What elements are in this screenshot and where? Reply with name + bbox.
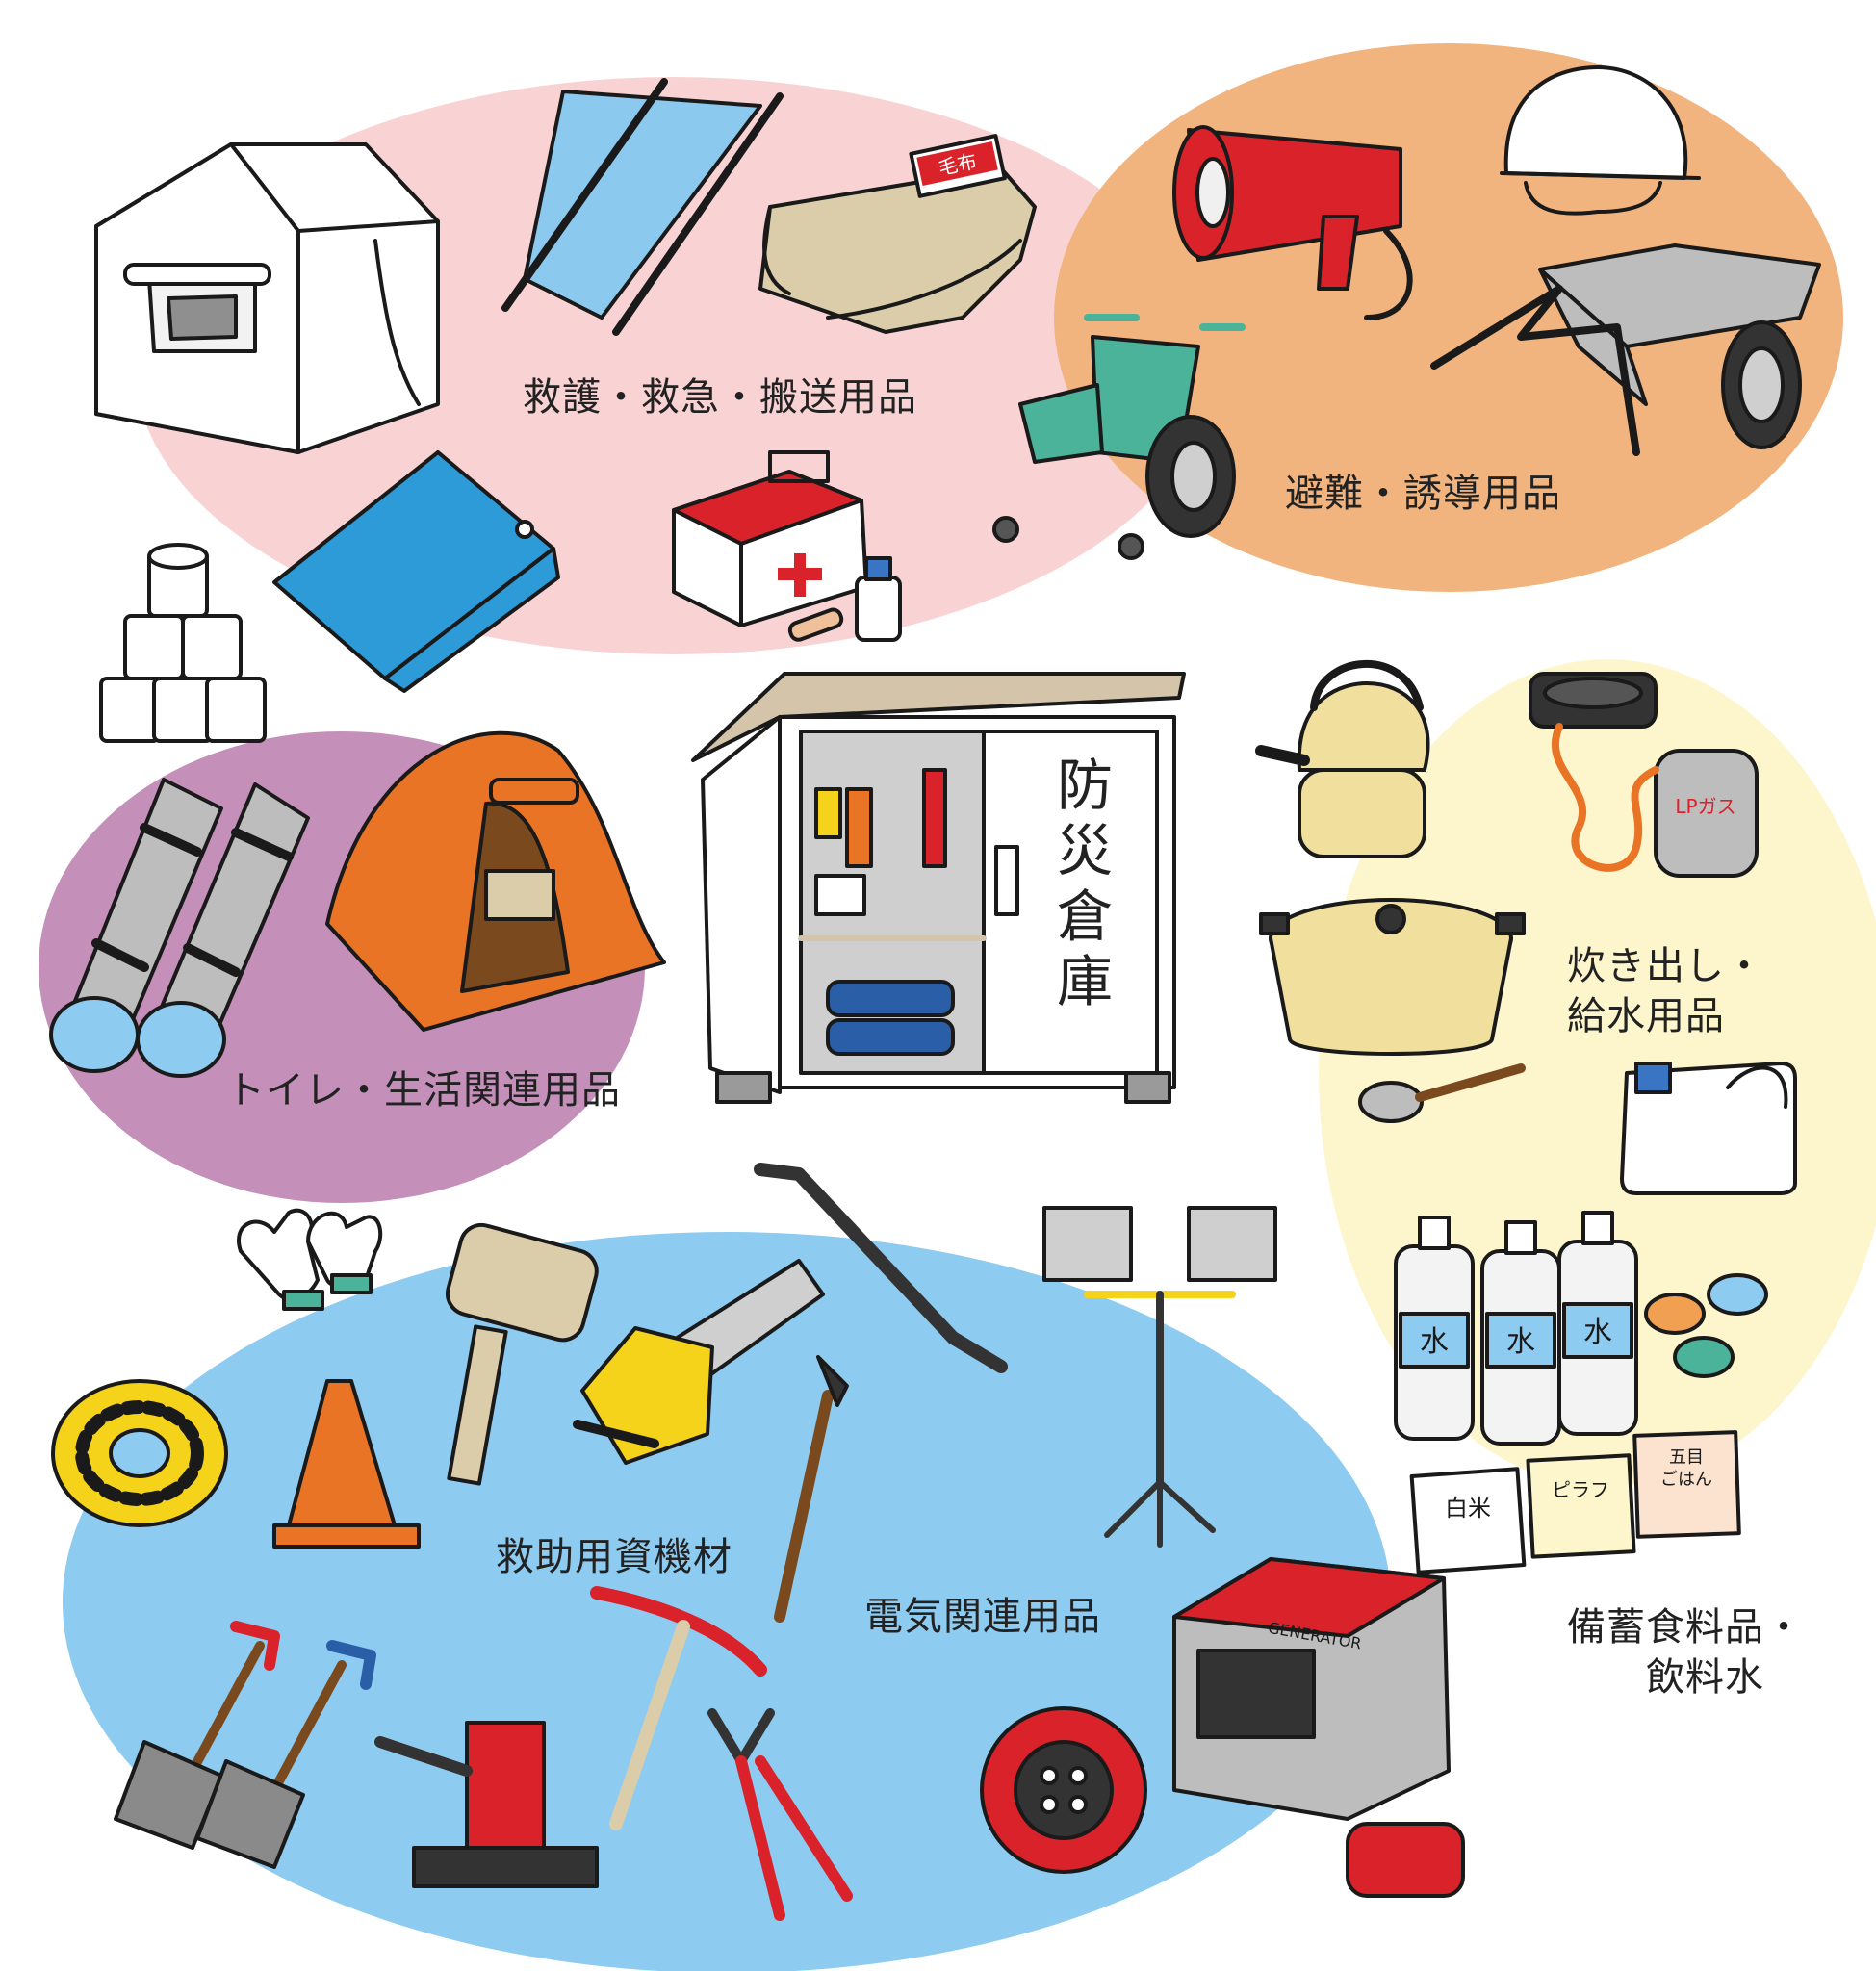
label-toilet-living: トイレ・生活関連用品	[226, 1068, 621, 1113]
megaphone-icon	[1172, 125, 1413, 320]
label-rescue-transport: 救護・救急・搬送用品	[523, 375, 917, 420]
rice-pack-icon: 白米 ピラフ 五目 ごはん	[1409, 1430, 1741, 1574]
canned-food-icon	[1644, 1273, 1768, 1378]
water-bottle-icon: 水 水 水	[1394, 1211, 1638, 1446]
pilaf-pack-text: ピラフ	[1552, 1478, 1609, 1501]
water-bottle-text: 水	[1506, 1325, 1535, 1359]
label-electrical: 電気関連用品	[864, 1595, 1101, 1639]
water-bottle-text: 水	[1420, 1325, 1449, 1359]
stretcher-icon	[501, 78, 784, 336]
label-food-drink: 備蓄食料品・ 飲料水	[1567, 1605, 1804, 1700]
warehouse-sign: 防災倉庫	[1047, 755, 1113, 1017]
toilet-paper-icon	[99, 543, 267, 743]
water-bottle-text: 水	[1583, 1316, 1612, 1349]
pickaxe-icon	[590, 1586, 767, 1830]
shovel-icon	[114, 1621, 376, 1869]
helmet-icon	[1500, 65, 1701, 216]
chainsaw-icon	[573, 1259, 825, 1465]
jack-icon	[374, 1721, 599, 1888]
label-rescue-equipment: 救助用資機材	[496, 1535, 732, 1579]
blanket-icon: 毛布	[758, 134, 1037, 334]
axe-icon	[774, 1355, 849, 1623]
cart-icon	[1430, 243, 1821, 456]
gomoku-pack-text-2: ごはん	[1660, 1470, 1712, 1490]
cone-icon	[272, 1379, 421, 1549]
rice-pack-text: 白米	[1445, 1495, 1491, 1522]
toilet-tent-icon	[325, 730, 666, 1032]
label-cooking-water: 炊き出し・ 給水用品	[1567, 944, 1764, 1038]
first-aid-kit-icon	[672, 450, 902, 642]
tarp-icon	[272, 450, 560, 693]
cord-reel-icon	[980, 1706, 1147, 1874]
floodlight-icon	[1042, 1206, 1277, 1548]
gas-cylinder-label: LPガス	[1675, 795, 1735, 818]
warehouse-icon	[691, 672, 1186, 1104]
crowbar-icon	[754, 1163, 1008, 1373]
fuel-tank-icon	[1346, 1822, 1465, 1898]
water-tank-icon	[1620, 1062, 1797, 1195]
generator-icon: GENERATOR	[1172, 1557, 1451, 1821]
gloves-icon	[237, 1208, 383, 1311]
wheelchair-icon	[992, 314, 1246, 560]
gomoku-pack-text-1: 五目	[1669, 1447, 1704, 1468]
tent-icon	[94, 142, 440, 454]
rope-icon	[51, 1379, 228, 1527]
bolt-cutter-icon	[707, 1708, 853, 1921]
kettle-icon	[1255, 659, 1430, 858]
mallet-icon	[445, 1222, 599, 1486]
gas-stove-icon: LPガス	[1529, 672, 1759, 878]
ladle-icon	[1358, 1063, 1526, 1123]
label-evacuation: 避難・誘導用品	[1285, 472, 1561, 516]
pot-icon	[1259, 898, 1526, 1056]
sleeping-mat-icon	[49, 778, 310, 1078]
